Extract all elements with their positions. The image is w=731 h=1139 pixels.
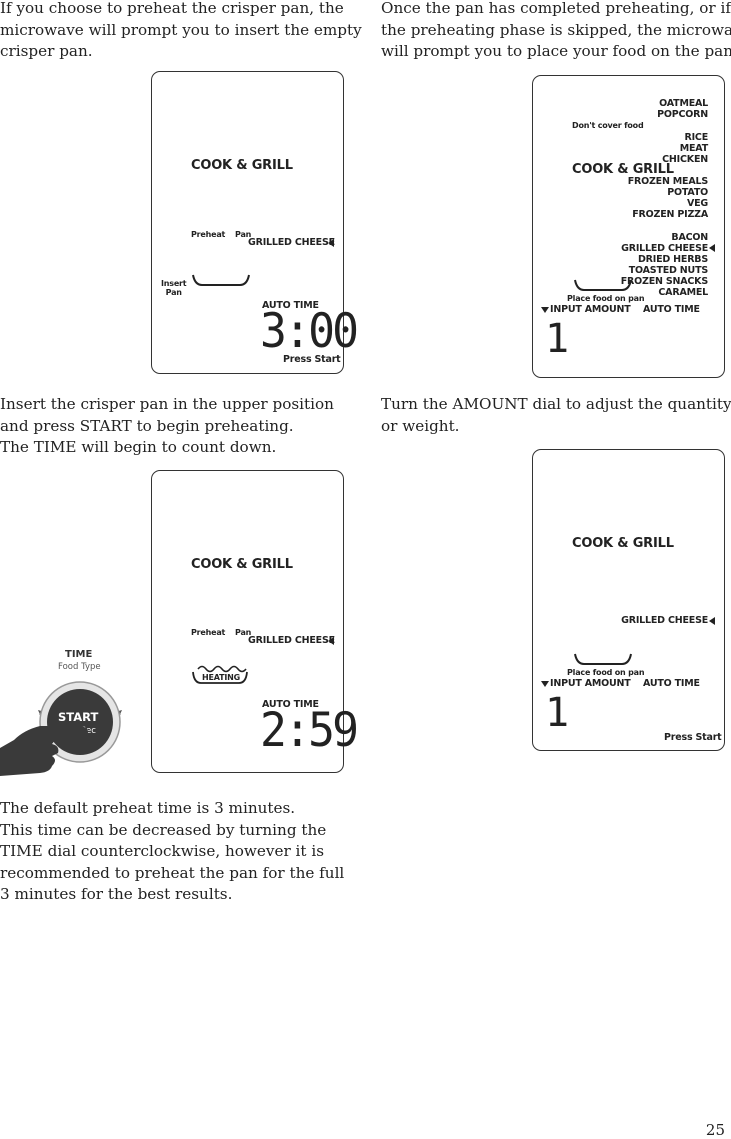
text-line: crisper pan. xyxy=(0,42,93,60)
menu-item-bacon: BACON xyxy=(671,232,708,243)
mode-label: COOK & GRILL xyxy=(572,162,674,177)
amount-readout: 1 xyxy=(545,316,570,362)
paragraph-default-preheat-time: The default preheat time is 3 minutes. T… xyxy=(0,798,344,906)
insert-label: Insert xyxy=(161,279,187,288)
mode-label: COOK & GRILL xyxy=(191,557,293,572)
insert-pan-label: Insert Pan xyxy=(161,279,187,297)
menu-item-potato: POTATO xyxy=(667,187,708,198)
food-label: GRILLED CHEESE xyxy=(248,635,335,646)
input-amount-label: INPUT AMOUNT xyxy=(550,678,631,689)
crisper-pan-icon xyxy=(574,653,632,665)
selector-arrow-icon xyxy=(709,244,715,252)
paragraph-press-start-preheat: Insert the crisper pan in the upper posi… xyxy=(0,394,334,459)
dial-time-label: TIME xyxy=(65,649,93,660)
menu-item-toasted-nuts: TOASTED NUTS xyxy=(628,265,708,276)
pan-label: Pan xyxy=(235,628,252,637)
press-start-label: Press Start xyxy=(283,354,341,365)
insert-pan-sublabel: Pan xyxy=(165,288,182,297)
dial-food-type-label: Food Type xyxy=(58,662,101,672)
lcd-display-insert-pan: COOK & GRILL Preheat Pan GRILLED CHEESE … xyxy=(151,71,359,374)
place-food-label: Place food on pan xyxy=(567,294,645,303)
time-readout: 2:59 xyxy=(260,703,359,758)
text-line: the preheating phase is skipped, the mic… xyxy=(381,20,731,39)
lcd-display-input-amount: COOK & GRILL GRILLED CHEESE Place food o… xyxy=(532,449,725,751)
crisper-pan-icon xyxy=(574,279,632,291)
auto-time-label: AUTO TIME xyxy=(643,304,700,315)
dont-cover-food-label: Don't cover food xyxy=(572,121,644,130)
menu-item-grilled-cheese: GRILLED CHEESE xyxy=(621,243,708,254)
heating-label: HEATING xyxy=(202,673,241,682)
text-line: 3 minutes for the best results. xyxy=(0,885,233,903)
lcd-display-place-food-menu: Don't cover food COOK & GRILL OATMEAL PO… xyxy=(532,75,725,378)
pointing-hand-icon xyxy=(0,726,88,776)
menu-item-meat: MEAT xyxy=(679,143,708,154)
text-line: and press START to begin preheating. xyxy=(0,416,294,435)
text-line: This time can be decreased by turning th… xyxy=(0,820,327,839)
menu-item-oatmeal: OATMEAL xyxy=(659,98,708,109)
text-line: microwave will prompt you to insert the … xyxy=(0,20,362,39)
menu-item-frozen-pizza: FROZEN PIZZA xyxy=(632,209,708,220)
time-readout: 3:00 xyxy=(260,304,359,359)
start-dial[interactable]: TIME Food Type START +30 Sec xyxy=(0,648,130,778)
input-amount-label: INPUT AMOUNT xyxy=(550,304,631,315)
amount-readout: 1 xyxy=(545,690,570,736)
menu-item-dried-herbs: DRIED HERBS xyxy=(637,254,708,265)
input-arrow-icon xyxy=(541,307,549,313)
paragraph-insert-crisper-pan: If you choose to preheat the crisper pan… xyxy=(0,0,362,63)
input-arrow-icon xyxy=(541,681,549,687)
menu-item-veg: VEG xyxy=(686,198,708,209)
text-line: or weight. xyxy=(381,416,460,435)
text-line: The TIME will begin to count down. xyxy=(0,438,277,456)
lcd-display-heating: COOK & GRILL Preheat Pan GRILLED CHEESE … xyxy=(151,470,359,773)
menu-item-frozen-snacks: FROZEN SNACKS xyxy=(620,276,708,287)
text-line: The default preheat time is 3 minutes. xyxy=(0,799,296,817)
food-label: GRILLED CHEESE xyxy=(621,615,708,626)
text-line: Once the pan has completed preheating, o… xyxy=(381,0,731,17)
menu-item-popcorn: POPCORN xyxy=(657,109,708,120)
heating-waves-icon xyxy=(192,665,248,684)
auto-time-label: AUTO TIME xyxy=(643,678,700,689)
food-label: GRILLED CHEESE xyxy=(248,237,335,248)
preheat-label: Preheat xyxy=(191,628,226,637)
menu-item-chicken: CHICKEN xyxy=(662,154,708,165)
start-button-label: START xyxy=(58,710,99,724)
page-number: 25 xyxy=(705,1121,725,1139)
text-line: If you choose to preheat the crisper pan… xyxy=(0,0,344,17)
crisper-pan-icon xyxy=(192,274,250,286)
selector-arrow-icon xyxy=(328,637,334,645)
text-line: recommended to preheat the pan for the f… xyxy=(0,863,345,882)
text-line: will prompt you to place your food on th… xyxy=(381,42,731,60)
auto-time-label: AUTO TIME xyxy=(262,300,319,311)
paragraph-amount-dial: Turn the AMOUNT dial to adjust the quant… xyxy=(381,394,731,437)
mode-label: COOK & GRILL xyxy=(572,536,674,551)
menu-item-rice: RICE xyxy=(684,132,708,143)
press-start-label: Press Start xyxy=(664,732,722,743)
text-line: Insert the crisper pan in the upper posi… xyxy=(0,395,334,413)
paragraph-place-food: Once the pan has completed preheating, o… xyxy=(381,0,731,63)
menu-item-caramel: CARAMEL xyxy=(658,287,708,298)
pan-label: Pan xyxy=(235,230,252,239)
auto-time-label: AUTO TIME xyxy=(262,699,319,710)
mode-label: COOK & GRILL xyxy=(191,158,293,173)
selector-arrow-icon xyxy=(328,239,334,247)
text-line: Turn the AMOUNT dial to adjust the quant… xyxy=(381,395,731,413)
place-food-label: Place food on pan xyxy=(567,668,645,677)
preheat-label: Preheat xyxy=(191,230,226,239)
text-line: TIME dial counterclockwise, however it i… xyxy=(0,842,324,860)
menu-item-frozen-meals: FROZEN MEALS xyxy=(627,176,709,187)
selector-arrow-icon xyxy=(709,617,715,625)
